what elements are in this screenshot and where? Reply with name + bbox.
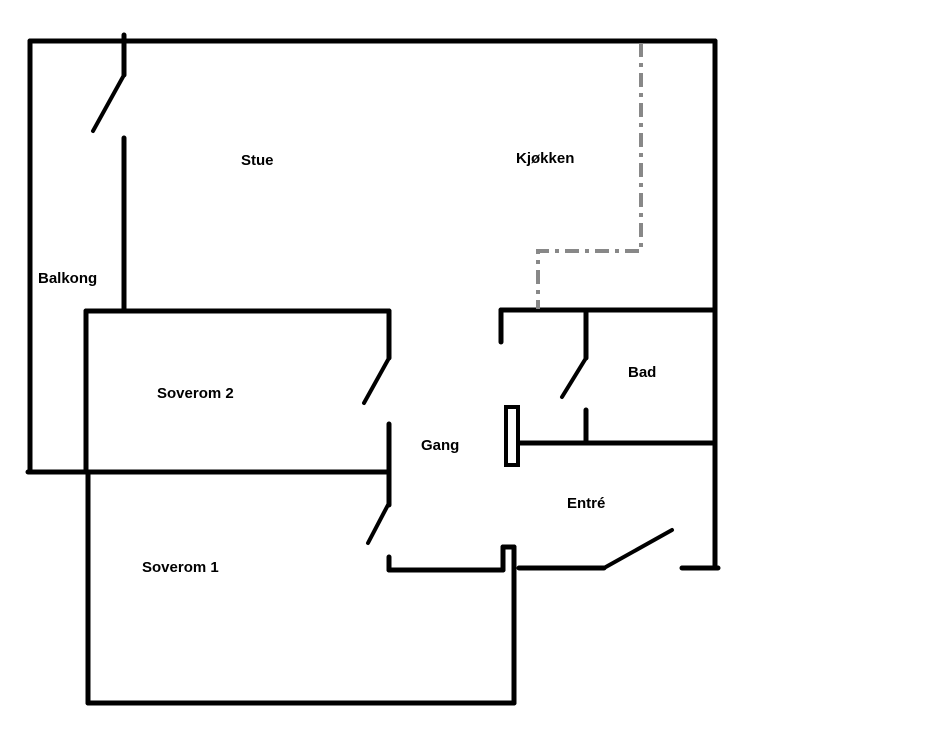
soverom1-walls (85, 469, 517, 706)
soverom2-walls (25, 308, 392, 508)
stue-balcony-wall (91, 32, 127, 314)
kitchen-boundary (536, 43, 643, 309)
label-kjokken: Kjøkken (516, 150, 574, 167)
entre-walls (516, 528, 721, 571)
label-soverom2: Soverom 2 (157, 385, 234, 402)
entrance-door (602, 528, 674, 570)
gang-walls (386, 544, 517, 573)
kitchen-dashed-boundary (536, 43, 643, 309)
bad-walls (498, 307, 718, 467)
bad-door (560, 356, 588, 399)
balcony-door (91, 73, 126, 133)
closet-post (504, 405, 520, 467)
room-labels: Stue Kjøkken Balkong Soverom 2 Gang Bad … (38, 150, 656, 576)
label-soverom1: Soverom 1 (142, 559, 219, 576)
outer-walls (27, 38, 718, 571)
soverom1-door (366, 501, 391, 545)
label-balkong: Balkong (38, 270, 97, 287)
label-stue: Stue (241, 152, 274, 169)
label-bad: Bad (628, 364, 656, 381)
label-entre: Entré (567, 495, 605, 512)
label-gang: Gang (421, 437, 459, 454)
soverom2-door (362, 356, 391, 405)
